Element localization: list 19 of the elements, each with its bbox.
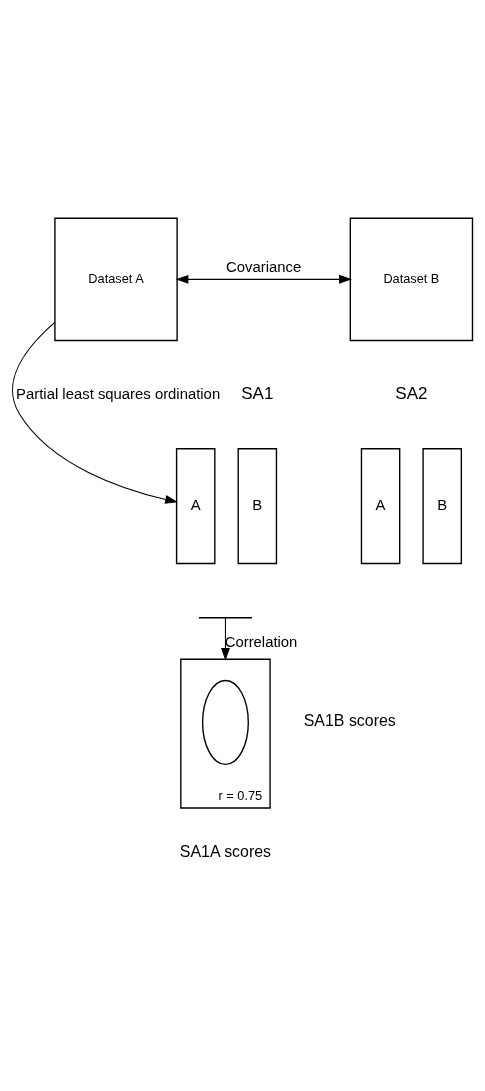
edge-label: Correlation	[224, 633, 298, 650]
node-box: B	[422, 448, 462, 565]
node-label: SA1B scores	[303, 712, 396, 730]
node-box: Dataset A	[54, 217, 178, 342]
node-box: B	[237, 448, 278, 565]
arrow	[175, 274, 352, 284]
edge-label: Covariance	[226, 259, 302, 276]
arrow	[221, 617, 230, 661]
node-bracket	[198, 617, 253, 619]
node-ellipse	[201, 679, 249, 766]
edge-label: Partial least squares ordination	[16, 385, 221, 402]
node-box: A	[360, 448, 401, 565]
node-box: Dataset B	[349, 217, 474, 342]
label: SA1	[241, 383, 274, 403]
label: SA2	[395, 383, 428, 403]
node-label: SA1A scores	[179, 843, 272, 861]
cluster: r = 0.75	[180, 658, 271, 809]
arrow	[12, 321, 178, 504]
node-box: A	[175, 448, 216, 565]
